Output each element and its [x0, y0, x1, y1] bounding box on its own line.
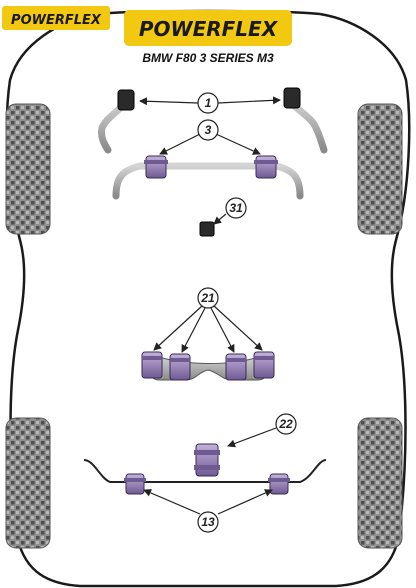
tyre-front-right: [357, 103, 403, 235]
callout-21-arrow-2: [181, 307, 206, 353]
subframe-bush-1: [141, 351, 163, 379]
callout-31-label: 31: [229, 201, 243, 215]
callout-21-label: 21: [200, 291, 215, 305]
front-bar-bush-right: [254, 155, 278, 179]
model-title: BMW F80 3 SERIES M3: [142, 51, 274, 65]
callout-13-badge: [197, 511, 219, 533]
callout-31-arrow: [213, 213, 227, 225]
main-powerflex-logo: POWERFLEX: [124, 10, 292, 46]
part-31-bush: [199, 221, 215, 237]
part-22-bush: [194, 443, 220, 477]
callout-22-label: 22: [278, 417, 293, 431]
drop-link-right: [284, 96, 328, 154]
callout-22-badge: [275, 413, 297, 435]
tyre-rear-right: [357, 417, 403, 549]
front-anti-roll-bar: [112, 162, 304, 200]
callout-21-arrow-3: [210, 307, 235, 353]
small-powerflex-logo: POWERFLEX: [2, 6, 110, 30]
svg-text:POWERFLEX: POWERFLEX: [139, 17, 279, 41]
rear-anti-roll-bar: [83, 459, 327, 483]
callout-3-badge: [197, 119, 219, 141]
callout-21-arrow-1: [153, 305, 203, 351]
svg-text:POWERFLEX: POWERFLEX: [11, 13, 102, 28]
callout-1-arrow-left: [139, 97, 199, 106]
rear-bar-bush-right: [268, 473, 290, 495]
drop-link-right-bush: [283, 87, 301, 109]
rear-subframe: [145, 355, 273, 381]
callout-1-label: 1: [205, 96, 212, 110]
subframe-bush-3: [225, 353, 247, 381]
callout-3-arrow-right: [215, 133, 261, 155]
callout-22-arrow: [227, 427, 277, 448]
callout-13-arrow-left: [143, 489, 201, 515]
callout-21-arrow-4: [213, 305, 263, 351]
callout-3-label: 3: [205, 123, 212, 137]
front-bar-bush-left: [144, 155, 168, 179]
callout-13-arrow-right: [217, 489, 273, 515]
callout-31-badge: [225, 197, 247, 219]
drop-link-left-bush: [117, 89, 135, 111]
tyre-front-left: [5, 103, 51, 235]
callout-1-badge: [197, 92, 219, 114]
subframe-bush-4: [253, 351, 275, 379]
callout-21-badge: [197, 287, 219, 309]
callout-13-label: 13: [201, 515, 215, 529]
subframe-bush-2: [169, 353, 191, 381]
rear-bar-bush-left: [124, 473, 146, 495]
callout-1-arrow-right: [217, 96, 281, 105]
tyre-rear-left: [5, 417, 51, 549]
callout-3-arrow-left: [159, 133, 201, 155]
